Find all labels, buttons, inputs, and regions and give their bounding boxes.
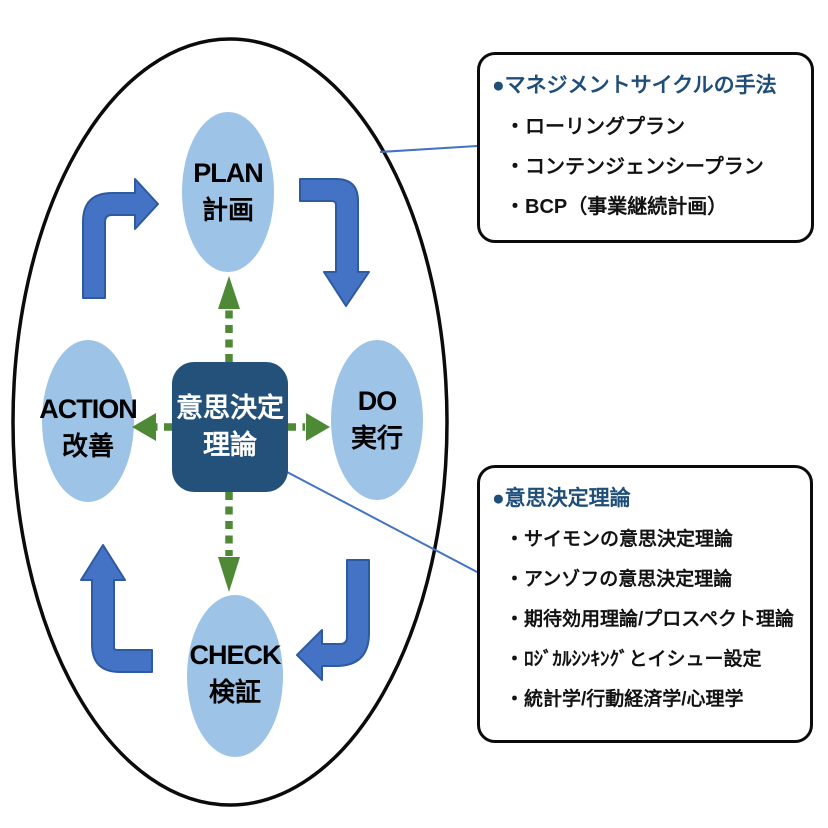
arrowhead-left-icon [132, 413, 156, 441]
action-label: ACTION 改善 [39, 391, 137, 465]
arrowhead-down-icon [218, 557, 240, 592]
center-decision-box [172, 362, 288, 492]
list-item: ・期待効用理論/プロスペクト理論 [505, 609, 794, 630]
bent-arrow-do-to-check-icon [296, 559, 370, 681]
check-label: CHECK 検証 [189, 637, 281, 711]
callout-management-cycle: ●マネジメントサイクルの手法 ・ローリングプラン ・コンテンジェンシープラン ・… [477, 52, 814, 243]
do-label: DO 実行 [351, 383, 403, 457]
action-label-ja: 改善 [61, 431, 114, 461]
bent-arrow-plan-to-do-icon [299, 178, 370, 307]
plan-label-ja: 計画 [201, 195, 254, 225]
callout-management-title: ●マネジメントサイクルの手法 [492, 74, 777, 97]
do-label-ja: 実行 [350, 423, 404, 453]
list-item: ・統計学/行動経済学/心理学 [505, 689, 744, 710]
connector-line-management [379, 145, 478, 153]
callout-management-list: ・ローリングプラン ・コンテンジェンシープラン ・BCP（事業継続計画） [492, 107, 803, 227]
arrowhead-right-icon [306, 413, 330, 441]
bent-arrow-check-to-action-icon [80, 544, 153, 673]
connector-line-decision [286, 471, 480, 574]
check-label-ja: 検証 [208, 677, 262, 707]
list-item: ・ﾛｼﾞｶﾙｼﾝｷﾝｸﾞとイシュー設定 [505, 649, 762, 670]
callout-decision-title: ●意思決定理論 [492, 487, 631, 510]
list-item: ・アンゾフの意思決定理論 [505, 569, 733, 590]
list-item: ・BCP（事業継続計画） [505, 196, 728, 218]
callout-decision-theory: ●意思決定理論 ・サイモンの意思決定理論 ・アンゾフの意思決定理論 ・期待効用理… [477, 465, 813, 743]
action-ellipse [42, 340, 134, 502]
list-item: ・コンテンジェンシープラン [505, 156, 764, 178]
center-box-label-line1: 意思決定 [176, 393, 284, 423]
plan-label: PLAN 計画 [193, 155, 263, 229]
dashed-arrow-heads [132, 276, 330, 592]
list-item: ・ローリングプラン [505, 116, 685, 138]
check-ellipse [187, 595, 283, 757]
action-label-en: ACTION [39, 394, 137, 424]
arrowhead-up-icon [218, 276, 240, 309]
check-label-en: CHECK [189, 640, 281, 670]
plan-ellipse [182, 112, 274, 272]
list-item: ・サイモンの意思決定理論 [505, 529, 734, 550]
center-box-label-line2: 理論 [203, 430, 257, 460]
callout-decision-list: ・サイモンの意思決定理論 ・アンゾフの意思決定理論 ・期待効用理論/プロスペクト… [492, 520, 802, 720]
do-ellipse [331, 340, 423, 500]
do-label-en: DO [357, 386, 398, 416]
dashed-arrow-lines [156, 310, 305, 556]
plan-label-en: PLAN [193, 158, 263, 188]
center-box-label: 意思決定 理論 [176, 390, 284, 464]
bent-arrow-action-to-plan-icon [82, 178, 159, 299]
